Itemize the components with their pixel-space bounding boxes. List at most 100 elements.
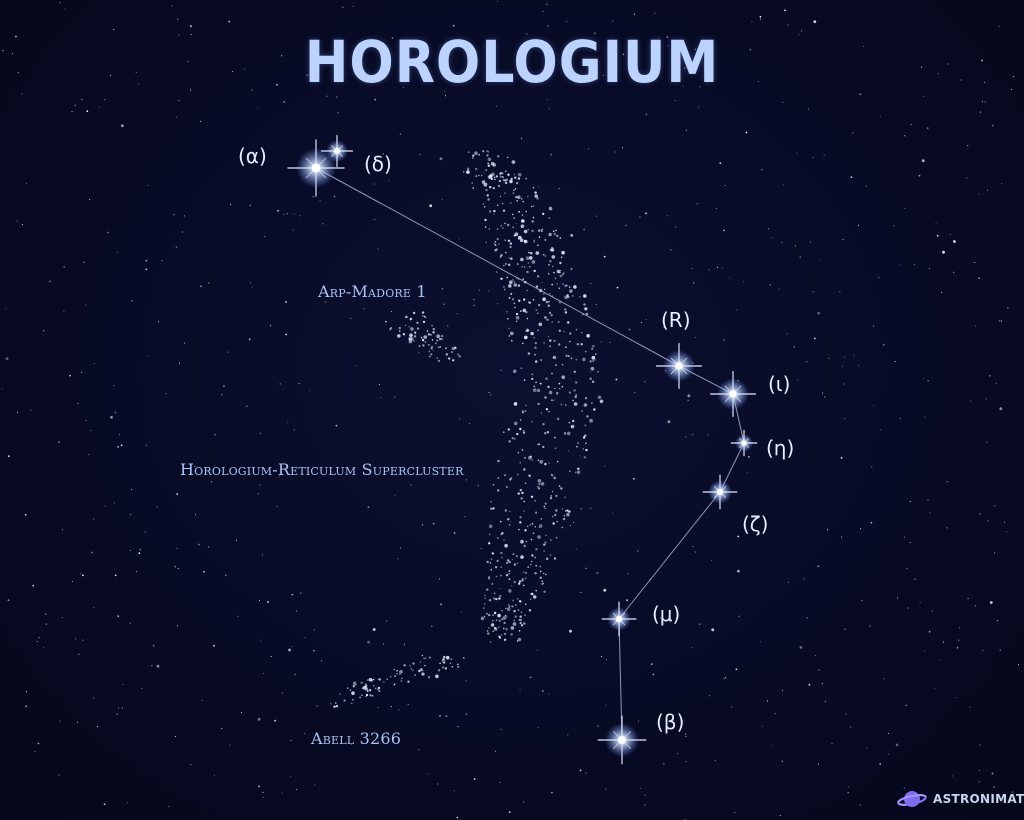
background-star xyxy=(787,581,789,584)
cluster-dot xyxy=(493,626,497,630)
background-star xyxy=(1011,791,1014,793)
background-star xyxy=(748,456,750,458)
cluster-dot xyxy=(543,543,546,546)
background-star xyxy=(97,726,99,728)
cluster-dot xyxy=(365,683,367,686)
background-star xyxy=(694,48,696,50)
background-star xyxy=(294,673,296,675)
cluster-dot xyxy=(589,418,593,423)
cluster-dot xyxy=(440,334,444,338)
star-eta xyxy=(730,429,758,457)
cluster-dot xyxy=(523,229,528,234)
cluster-dot xyxy=(378,690,381,692)
background-star xyxy=(439,157,443,161)
cluster-dot xyxy=(481,180,486,184)
background-star xyxy=(90,429,92,432)
cluster-dot xyxy=(519,621,522,625)
background-star xyxy=(2,50,4,52)
background-star xyxy=(308,390,310,392)
background-star xyxy=(86,110,89,113)
star-label-zeta: (ζ) xyxy=(742,512,769,536)
background-star xyxy=(573,521,575,523)
background-star xyxy=(906,568,908,570)
cluster-dot xyxy=(584,424,587,427)
cluster-dot xyxy=(539,576,542,579)
cluster-dot xyxy=(547,304,550,307)
cluster-dot xyxy=(488,228,491,230)
background-star xyxy=(171,5,173,7)
cluster-dot xyxy=(510,477,513,479)
background-star xyxy=(888,753,890,755)
cluster-dot xyxy=(484,218,487,222)
background-star xyxy=(799,256,801,258)
cluster-dot xyxy=(513,283,518,287)
background-star xyxy=(129,622,131,624)
cluster-dot xyxy=(586,334,590,338)
cluster-dot xyxy=(437,669,441,672)
cluster-dot xyxy=(564,496,566,499)
cluster-dot xyxy=(467,168,469,171)
cluster-dot xyxy=(580,343,583,345)
background-star xyxy=(178,362,181,364)
cluster-dot xyxy=(508,257,511,259)
cluster-dot xyxy=(576,470,581,475)
cluster-dot xyxy=(525,256,530,261)
cluster-dot xyxy=(514,188,517,190)
background-star xyxy=(698,106,700,108)
background-star xyxy=(844,418,846,420)
background-star xyxy=(920,66,923,68)
cluster-dot xyxy=(510,202,512,204)
background-star xyxy=(991,772,994,775)
background-star xyxy=(958,627,960,629)
cluster-dot xyxy=(512,226,514,228)
background-star xyxy=(692,546,694,548)
cluster-dot xyxy=(544,541,547,544)
background-star xyxy=(74,638,77,640)
cluster-dot xyxy=(513,302,516,305)
background-star xyxy=(817,763,819,765)
cluster-dot xyxy=(352,681,357,686)
background-star xyxy=(970,400,972,402)
cluster-dot xyxy=(553,232,556,236)
cluster-dot xyxy=(525,603,527,606)
background-star xyxy=(913,263,916,266)
cluster-dot xyxy=(523,622,526,625)
cluster-dot xyxy=(445,347,447,350)
cluster-dot xyxy=(512,279,514,281)
background-star xyxy=(508,811,511,813)
background-star xyxy=(281,792,283,794)
cluster-dot xyxy=(534,526,537,528)
cluster-dot xyxy=(537,485,539,488)
cluster-dot xyxy=(542,423,545,426)
background-star xyxy=(198,543,200,546)
background-star xyxy=(723,229,725,232)
background-star xyxy=(614,151,616,153)
background-star xyxy=(441,198,443,200)
background-star xyxy=(82,639,84,641)
cluster-dot xyxy=(537,459,540,462)
cluster-dot xyxy=(572,295,574,297)
background-star xyxy=(93,518,95,520)
cluster-dot xyxy=(535,381,537,384)
cluster-dot xyxy=(577,442,579,444)
background-star xyxy=(288,648,291,652)
cluster-dot xyxy=(513,217,515,219)
background-star xyxy=(454,43,456,46)
cluster-dot xyxy=(507,518,510,521)
background-star xyxy=(227,351,229,353)
cluster-dot xyxy=(591,380,595,383)
cluster-dot xyxy=(424,341,427,343)
cluster-dot xyxy=(508,589,512,593)
cluster-dot xyxy=(377,678,380,680)
cluster-dot xyxy=(537,487,541,490)
cluster-dot xyxy=(389,675,392,678)
cluster-dot xyxy=(551,515,554,518)
cluster-dot xyxy=(496,271,498,273)
cluster-dot xyxy=(526,317,529,320)
cluster-dot xyxy=(491,552,494,555)
cluster-dot xyxy=(519,310,522,312)
star-r xyxy=(655,342,703,390)
cluster-dot xyxy=(558,343,561,346)
